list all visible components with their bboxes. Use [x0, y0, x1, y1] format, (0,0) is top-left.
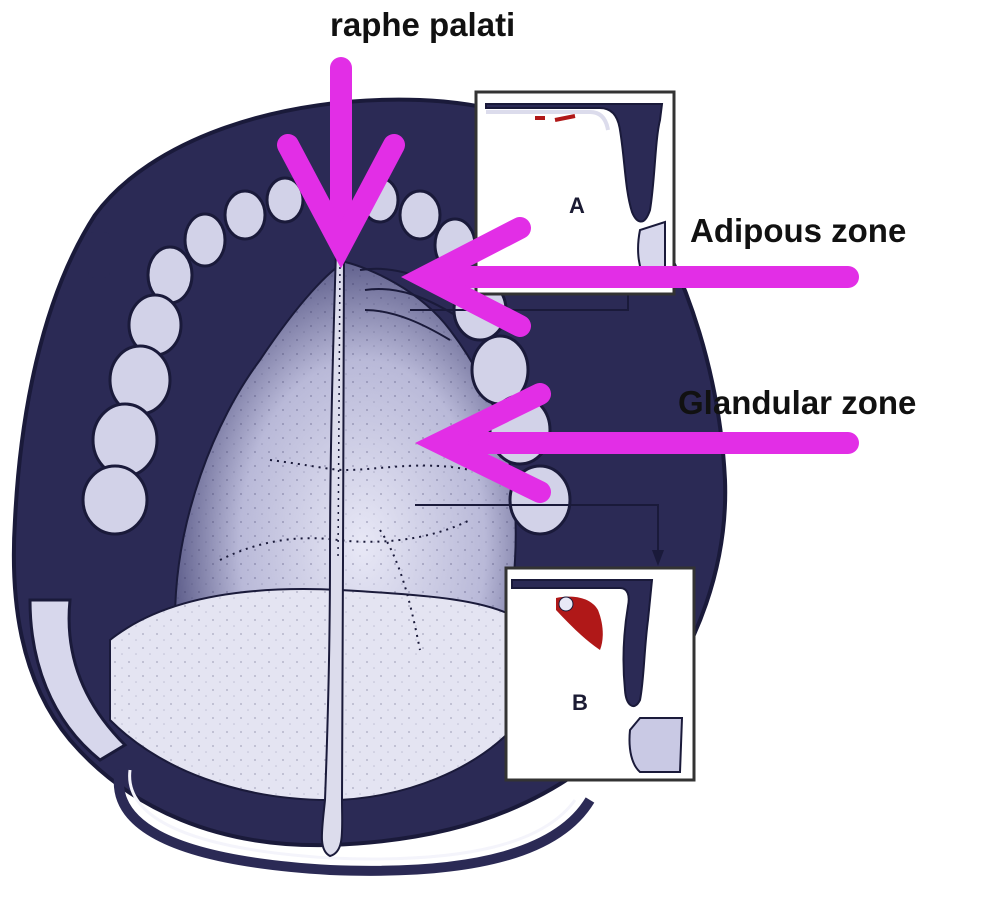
inset-a: A — [476, 92, 674, 294]
left-tab — [88, 232, 110, 278]
inset-b-letter: B — [572, 690, 588, 715]
glandular-zone-label: Glandular zone — [678, 384, 916, 422]
inset-b: B — [506, 568, 694, 780]
raphe-palati-label: raphe palati — [330, 6, 515, 44]
inset-a-letter: A — [569, 193, 585, 218]
adipous-zone-label: Adipous zone — [690, 212, 906, 250]
